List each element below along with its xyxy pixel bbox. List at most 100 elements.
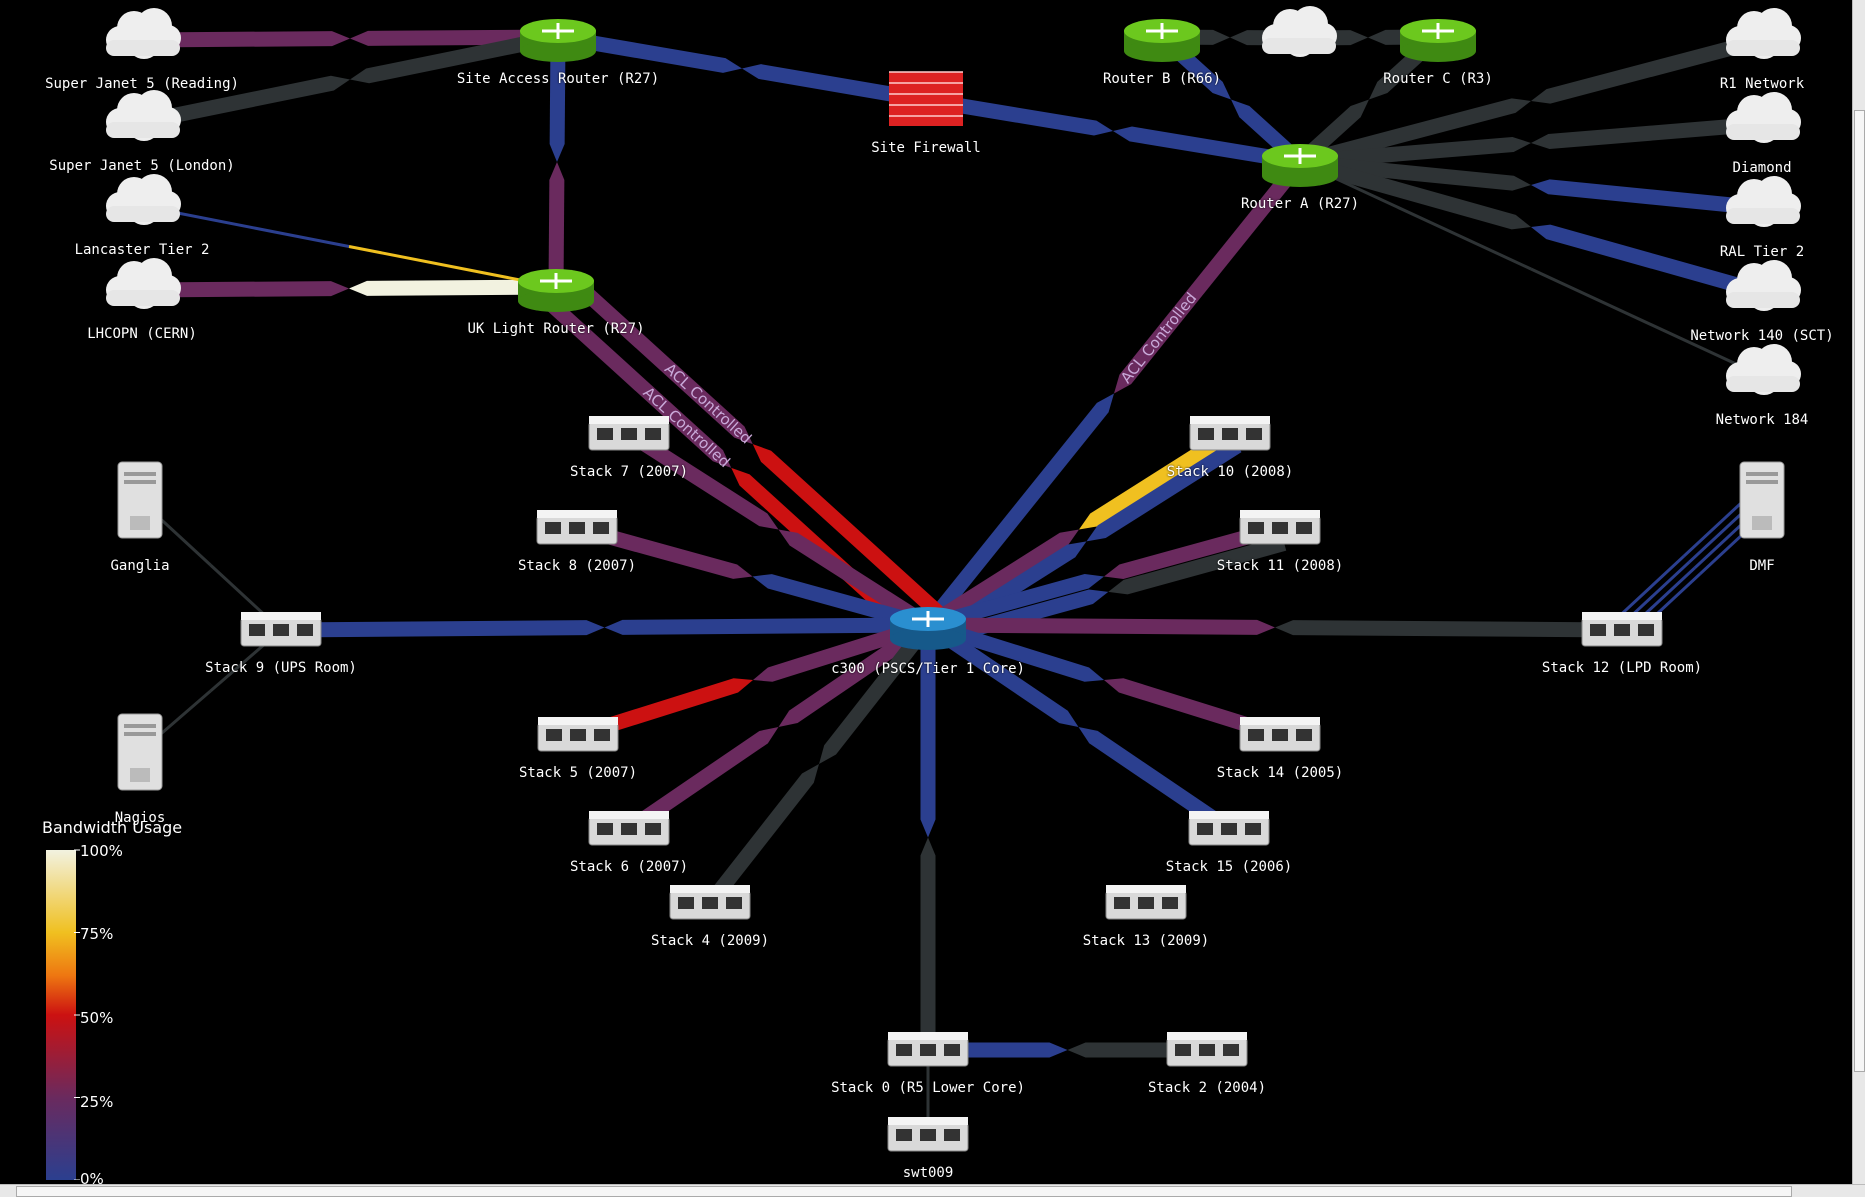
switch-icon[interactable] xyxy=(1188,811,1270,846)
link-out-arrow[interactable] xyxy=(141,31,350,48)
link-in-arrow[interactable] xyxy=(349,279,557,296)
link-out-arrow[interactable] xyxy=(556,29,742,73)
link-out[interactable] xyxy=(1299,160,1532,271)
link-in-arrow[interactable] xyxy=(1275,620,1623,638)
link-out-arrow[interactable] xyxy=(778,618,933,727)
switch-icon[interactable] xyxy=(537,717,619,752)
link-in-arrow[interactable] xyxy=(540,293,732,468)
switch-icon[interactable] xyxy=(1166,1032,1248,1067)
switch-icon[interactable] xyxy=(240,612,322,647)
switch-icon[interactable] xyxy=(536,510,618,545)
link-out-arrow[interactable] xyxy=(1299,154,1531,191)
link-out-arrow[interactable] xyxy=(752,444,944,619)
horizontal-scroll-thumb[interactable] xyxy=(16,1186,1792,1197)
link-core-s11[interactable] xyxy=(926,520,1282,633)
link-in-arrow[interactable] xyxy=(280,620,605,638)
router-icon[interactable] xyxy=(518,269,594,312)
link-core-s14[interactable] xyxy=(925,617,1283,743)
link-out-arrow[interactable] xyxy=(140,75,350,130)
link-core-s15[interactable] xyxy=(923,618,1234,836)
link-sj5l-sar[interactable] xyxy=(140,29,560,130)
server-icon[interactable] xyxy=(1739,461,1785,539)
cloud-icon[interactable] xyxy=(1726,8,1801,59)
link-in-arrow[interactable] xyxy=(742,64,928,108)
link-in-arrow[interactable] xyxy=(920,837,936,1051)
link-ra-ral[interactable] xyxy=(1299,154,1763,216)
link-core-s9[interactable] xyxy=(280,617,929,638)
link-core-s5[interactable] xyxy=(575,617,931,743)
firewall-icon[interactable] xyxy=(889,71,963,126)
link-out-arrow[interactable] xyxy=(922,393,1114,630)
link-in-arrow[interactable] xyxy=(1531,32,1764,104)
switch-icon[interactable] xyxy=(1189,416,1271,451)
link-in[interactable] xyxy=(1612,555,1685,623)
vertical-scrollbar[interactable] xyxy=(1852,0,1865,1186)
cloud-icon[interactable] xyxy=(106,258,181,309)
switch-icon[interactable] xyxy=(588,416,670,451)
link-out-arrow[interactable] xyxy=(1297,154,1531,230)
link-fw-ra[interactable] xyxy=(924,92,1302,170)
router-icon[interactable] xyxy=(1400,19,1476,62)
link-out-arrow[interactable] xyxy=(923,618,1079,727)
server-icon[interactable] xyxy=(117,461,163,539)
link-in-arrow[interactable] xyxy=(1114,157,1306,394)
core-router-icon[interactable] xyxy=(890,607,966,650)
link-in-arrow[interactable] xyxy=(1104,678,1283,743)
link-out-arrow[interactable] xyxy=(141,281,349,298)
switch-icon[interactable] xyxy=(588,811,670,846)
cloud-icon[interactable] xyxy=(106,8,181,59)
switch-icon[interactable] xyxy=(887,1117,969,1152)
cloud-icon[interactable] xyxy=(106,174,181,225)
server-icon[interactable] xyxy=(117,713,163,791)
link-out-arrow[interactable] xyxy=(549,36,566,162)
link-in-arrow[interactable] xyxy=(350,29,560,84)
link-in-arrow[interactable] xyxy=(1531,179,1763,216)
link-in-arrow[interactable] xyxy=(1086,439,1242,542)
router-icon[interactable] xyxy=(1262,144,1338,187)
link-core-s8[interactable] xyxy=(575,520,930,633)
link-core-s4[interactable] xyxy=(704,620,934,908)
link-in-arrow[interactable] xyxy=(704,764,819,908)
cloud-icon[interactable] xyxy=(1726,176,1801,227)
link-out-arrow[interactable] xyxy=(926,574,1104,633)
link-out-arrow[interactable] xyxy=(753,617,931,682)
switch-icon[interactable] xyxy=(1239,717,1321,752)
link-out-arrow[interactable] xyxy=(927,617,1275,635)
link-in-arrow[interactable] xyxy=(1078,727,1234,836)
vertical-scroll-thumb[interactable] xyxy=(1854,110,1865,1072)
link-out-arrow[interactable] xyxy=(925,617,1104,682)
cloud-icon[interactable] xyxy=(1262,6,1337,57)
link-out-arrow[interactable] xyxy=(920,625,936,838)
link-in-arrow[interactable] xyxy=(624,427,779,530)
router-icon[interactable] xyxy=(1124,19,1200,62)
link-out-arrow[interactable] xyxy=(819,620,934,764)
switch-icon[interactable] xyxy=(1239,510,1321,545)
link-sar-fw[interactable] xyxy=(556,29,928,108)
router-icon[interactable] xyxy=(520,19,596,62)
link-core-s7[interactable] xyxy=(624,427,933,632)
link-in-arrow[interactable] xyxy=(575,520,753,579)
switch-icon[interactable] xyxy=(1105,885,1187,920)
link-in-arrow[interactable] xyxy=(1108,536,1287,595)
link-core-s0[interactable] xyxy=(920,625,936,1051)
link-in-arrow[interactable] xyxy=(1113,126,1302,170)
link-in-arrow[interactable] xyxy=(624,727,779,836)
link-core-s6[interactable] xyxy=(624,618,933,836)
cloud-icon[interactable] xyxy=(106,90,181,141)
link-in-arrow[interactable] xyxy=(561,269,753,445)
cloud-icon[interactable] xyxy=(1726,344,1801,395)
link-out-arrow[interactable] xyxy=(778,529,933,632)
link-out-arrow[interactable] xyxy=(923,529,1079,632)
switch-icon[interactable] xyxy=(1581,612,1663,647)
cloud-icon[interactable] xyxy=(1726,92,1801,143)
link-in-arrow[interactable] xyxy=(1531,224,1765,300)
link-in-arrow[interactable] xyxy=(1104,520,1282,579)
link-in-arrow[interactable] xyxy=(548,162,565,288)
link-core-s12[interactable] xyxy=(927,617,1623,638)
link-in-arrow[interactable] xyxy=(1531,116,1763,149)
link-in-arrow[interactable] xyxy=(575,678,753,743)
link-out-arrow[interactable] xyxy=(752,574,930,633)
link-lhc-ukl[interactable] xyxy=(141,279,557,298)
cloud-icon[interactable] xyxy=(1726,260,1801,311)
link-out-arrow[interactable] xyxy=(924,92,1113,136)
